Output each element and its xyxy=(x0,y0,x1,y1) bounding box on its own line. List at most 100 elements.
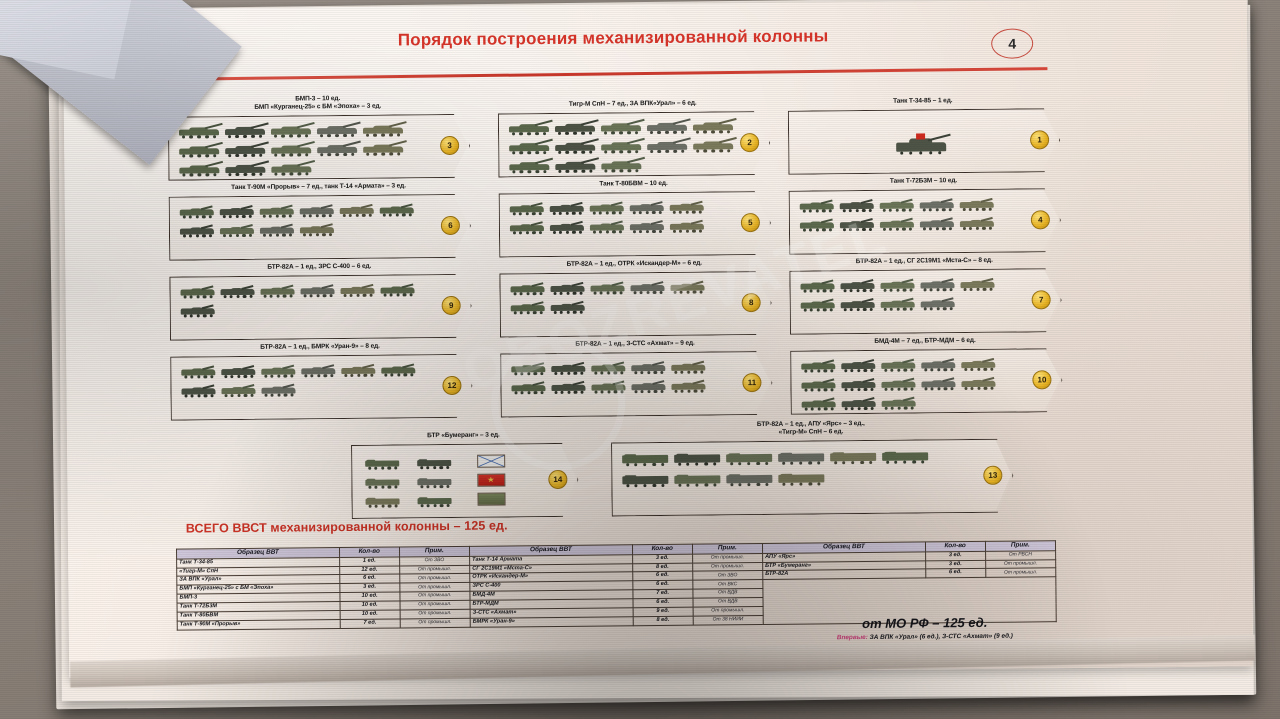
vehicle-icon xyxy=(629,218,664,234)
vehicle-icon xyxy=(919,196,954,212)
vehicle-group xyxy=(796,113,1027,169)
vehicle-icon xyxy=(550,299,585,315)
table-cell-note: От промышл. xyxy=(399,618,471,628)
sector-box[interactable]: Танк Т-34-85 – 1 ед.1 xyxy=(788,97,1059,173)
page-number-badge: 4 xyxy=(991,28,1034,59)
sector-box[interactable]: БМД-4М – 7 ед., БТР-МДМ – 6 ед. 10 xyxy=(790,337,1061,413)
vehicle-icon xyxy=(799,197,834,213)
vehicle-icon xyxy=(550,280,585,296)
table-header-cell: Кол-во xyxy=(632,544,693,555)
sector-number-badge[interactable]: 10 xyxy=(1032,370,1052,390)
sector-label: Танк Т-72Б3М – 10 ед. xyxy=(889,177,958,185)
vehicle-icon xyxy=(220,283,255,299)
table-header-cell: Кол-во xyxy=(925,541,986,552)
vehicle-icon xyxy=(509,200,544,216)
vehicle-icon xyxy=(181,382,216,398)
vehicle-group xyxy=(619,444,980,509)
column-formation-diagram: БМП-3 – 10 ед.БМП «Курганец-25» с БМ «Эп… xyxy=(168,86,1062,520)
vehicle-icon xyxy=(669,218,704,233)
vehicle-icon xyxy=(555,157,599,173)
vehicle-icon xyxy=(920,295,955,311)
sector-box[interactable]: БТР-82А – 1 ед., СГ 2С19М1 «Мста-С» – 8 … xyxy=(789,257,1060,333)
sector-number-badge[interactable]: 3 xyxy=(440,135,460,156)
vehicle-icon xyxy=(589,199,624,215)
vehicle-icon xyxy=(879,216,914,231)
page-number-value: 4 xyxy=(1008,35,1017,52)
vehicle-icon xyxy=(726,469,773,487)
vehicle-icon xyxy=(961,375,996,391)
sector-box[interactable]: БТР-82А – 1 ед., ЗРС С-400 – 6 ед. 9 xyxy=(169,263,470,339)
vehicle-icon xyxy=(179,141,223,158)
sector-number-badge[interactable]: 8 xyxy=(741,293,761,313)
vehicle-group xyxy=(177,199,438,255)
vehicle-icon xyxy=(880,296,915,311)
sector-label: БТР-82А – 1 ед., ОТРК «Искандер-М» – 6 е… xyxy=(566,259,703,268)
sector-box[interactable]: Танк Т-80БВМ – 10 ед. 5 xyxy=(499,180,770,256)
summary-note-text: ЗА ВПК «Урал» (6 ед.), З-СТС «Ахмат» (9 … xyxy=(867,632,1013,641)
vehicle-icon xyxy=(959,196,994,212)
vehicle-icon xyxy=(549,200,584,216)
vehicle-icon xyxy=(801,357,836,373)
sector-box[interactable]: БТР-82А – 1 ед., АПУ «Ярс» – 3 ед.,«Тигр… xyxy=(611,420,1012,515)
vehicle-icon xyxy=(961,356,996,372)
sector-label: БМД-4М – 7 ед., БТР-МДМ – 6 ед. xyxy=(874,336,976,345)
sector-number-badge[interactable]: 11 xyxy=(742,373,762,393)
sector-box[interactable]: Танк Т-72Б3М – 10 ед. 4 xyxy=(789,177,1060,253)
sector-box[interactable]: БТР «Бумеранг» – 3 ед. 14 xyxy=(351,432,577,517)
sector-label: БТР «Бумеранг» – 3 ед. xyxy=(427,431,500,440)
document-sheet: Порядок построения механизированной коло… xyxy=(62,0,1254,678)
vehicle-icon xyxy=(841,357,876,373)
sector-number-badge[interactable]: 6 xyxy=(440,215,461,236)
sector-number-badge[interactable]: 9 xyxy=(441,295,461,316)
vehicle-icon xyxy=(879,197,914,212)
vehicle-icon xyxy=(601,156,645,173)
vehicle-icon xyxy=(509,138,553,155)
vehicle-icon xyxy=(260,282,295,298)
vehicle-icon xyxy=(631,359,666,375)
sector-number-badge[interactable]: 4 xyxy=(1030,210,1050,230)
vehicle-icon xyxy=(225,160,269,177)
vehicle-icon xyxy=(840,277,875,293)
vehicle-icon xyxy=(840,296,875,312)
vehicle-icon xyxy=(551,379,586,394)
vehicle-icon xyxy=(181,363,216,379)
sector-box[interactable]: БТР-82А – 1 ед., ОТРК «Искандер-М» – 6 е… xyxy=(499,260,770,336)
sector-box[interactable]: БТР-82А – 1 ед., БМРК «Уран-9» – 8 ед.12 xyxy=(170,343,471,419)
vehicle-icon xyxy=(261,362,296,378)
sector-number-badge[interactable]: 7 xyxy=(1031,290,1051,310)
sector-number-badge[interactable]: 5 xyxy=(740,213,760,233)
vehicle-icon xyxy=(693,136,737,153)
vehicle-icon xyxy=(317,140,361,157)
sector-number-badge[interactable]: 14 xyxy=(548,469,568,490)
sector-number-badge[interactable]: 1 xyxy=(1030,130,1050,150)
sector-label: Танк Т-80БВМ – 10 ед. xyxy=(599,179,668,188)
summary-note-prefix: Впервые: xyxy=(836,633,868,641)
sector-box[interactable]: Тигр-М СпН – 7 ед., ЗА ВПК«Урал» – 6 ед.… xyxy=(498,100,769,176)
vehicle-icon xyxy=(881,357,916,372)
sector-number-badge[interactable]: 13 xyxy=(983,465,1003,485)
sector-label: БТР-82А – 1 ед., ЗРС С-400 – 6 ед. xyxy=(267,262,372,271)
vehicle-icon xyxy=(549,219,584,235)
vehicle-icon xyxy=(896,132,951,155)
vehicle-icon xyxy=(380,281,415,297)
vehicle-icon xyxy=(224,122,269,139)
vehicle-icon xyxy=(341,362,376,378)
sector-number-badge[interactable]: 12 xyxy=(442,375,462,396)
vehicle-icon xyxy=(881,376,916,391)
sector-box[interactable]: БМП-3 – 10 ед.БМП «Курганец-25» с БМ «Эп… xyxy=(168,95,469,179)
vehicle-icon xyxy=(179,222,214,238)
vehicle-icon xyxy=(830,447,877,465)
sector-box[interactable]: Танк Т-90М «Прорыв» – 7 ед., танк Т-14 «… xyxy=(169,182,470,259)
sector-number-badge[interactable]: 2 xyxy=(740,133,760,153)
vehicle-icon xyxy=(509,157,553,174)
summary-total: от МО РФ – 125 ед. xyxy=(862,614,988,631)
vehicle-icon xyxy=(365,455,400,470)
sector-box[interactable]: БТР-82А – 1 ед., З-СТС «Ахмат» – 9 ед.11 xyxy=(500,340,771,416)
vehicle-icon xyxy=(362,121,407,137)
vehicle-icon xyxy=(508,119,553,136)
vehicle-icon xyxy=(591,378,626,394)
vehicle-icon xyxy=(960,276,995,292)
vehicle-icon xyxy=(921,356,956,372)
vehicle-icon xyxy=(179,160,223,177)
red-flag-icon xyxy=(916,133,926,140)
